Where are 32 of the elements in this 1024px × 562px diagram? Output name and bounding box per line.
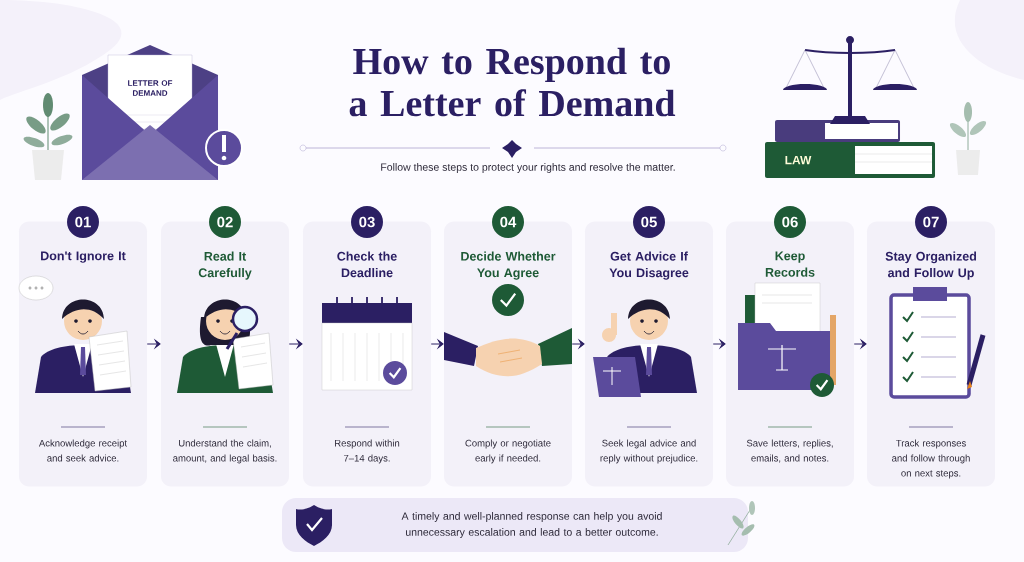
step-title: Get Advice If You Disagree	[609, 251, 689, 280]
title: How to Respond to a Letter of Demand	[349, 47, 676, 117]
step-description: Respond within 7–14 days.	[335, 439, 400, 464]
step-number: 07	[915, 206, 947, 238]
step-number: 03	[351, 206, 383, 238]
step-number: 02	[209, 206, 241, 238]
chevron-arrow	[146, 339, 161, 349]
step-description: Understand the claim, amount, and legal basis.	[173, 439, 277, 464]
step-title: Read It Carefully	[198, 251, 252, 280]
chevron-arrow	[853, 339, 867, 349]
chevron-arrow	[571, 339, 585, 349]
step-description: Comply or negotiate early if needed.	[465, 439, 551, 464]
note-box: A timely and well-planned response can help you avoid unnecessary escalation and lead to a better outcome.	[282, 498, 748, 552]
step-description: Seek legal advice and reply without prejudice.	[600, 439, 698, 464]
chevron-arrow	[430, 339, 444, 349]
step-description: Track responses and follow through on next steps.	[892, 439, 970, 479]
step-number: 06	[774, 206, 806, 238]
step-title: Stay Organized and Follow Up	[885, 251, 977, 280]
step-title: Check the Deadline	[337, 251, 397, 278]
step-number: 01	[67, 206, 99, 238]
step-description: Acknowledge receipt and seek advice.	[38, 439, 127, 462]
letter-label: LETTER OF DEMAND	[128, 80, 173, 96]
chevron-arrow	[288, 339, 303, 349]
subtitle: Follow these steps to protect your rights and resolve the matter.	[381, 163, 675, 173]
law-label: LAW	[785, 155, 812, 165]
step-title: Keep Records	[765, 251, 815, 277]
step-title: Don't Ignore It	[41, 251, 126, 263]
step-description: Save letters, replies, emails, and notes.	[746, 439, 833, 463]
chevron-arrow	[712, 339, 726, 349]
step-number: 05	[633, 206, 665, 238]
step-number: 04	[492, 206, 524, 238]
step-title: Decide Whether You Agree	[461, 251, 556, 280]
